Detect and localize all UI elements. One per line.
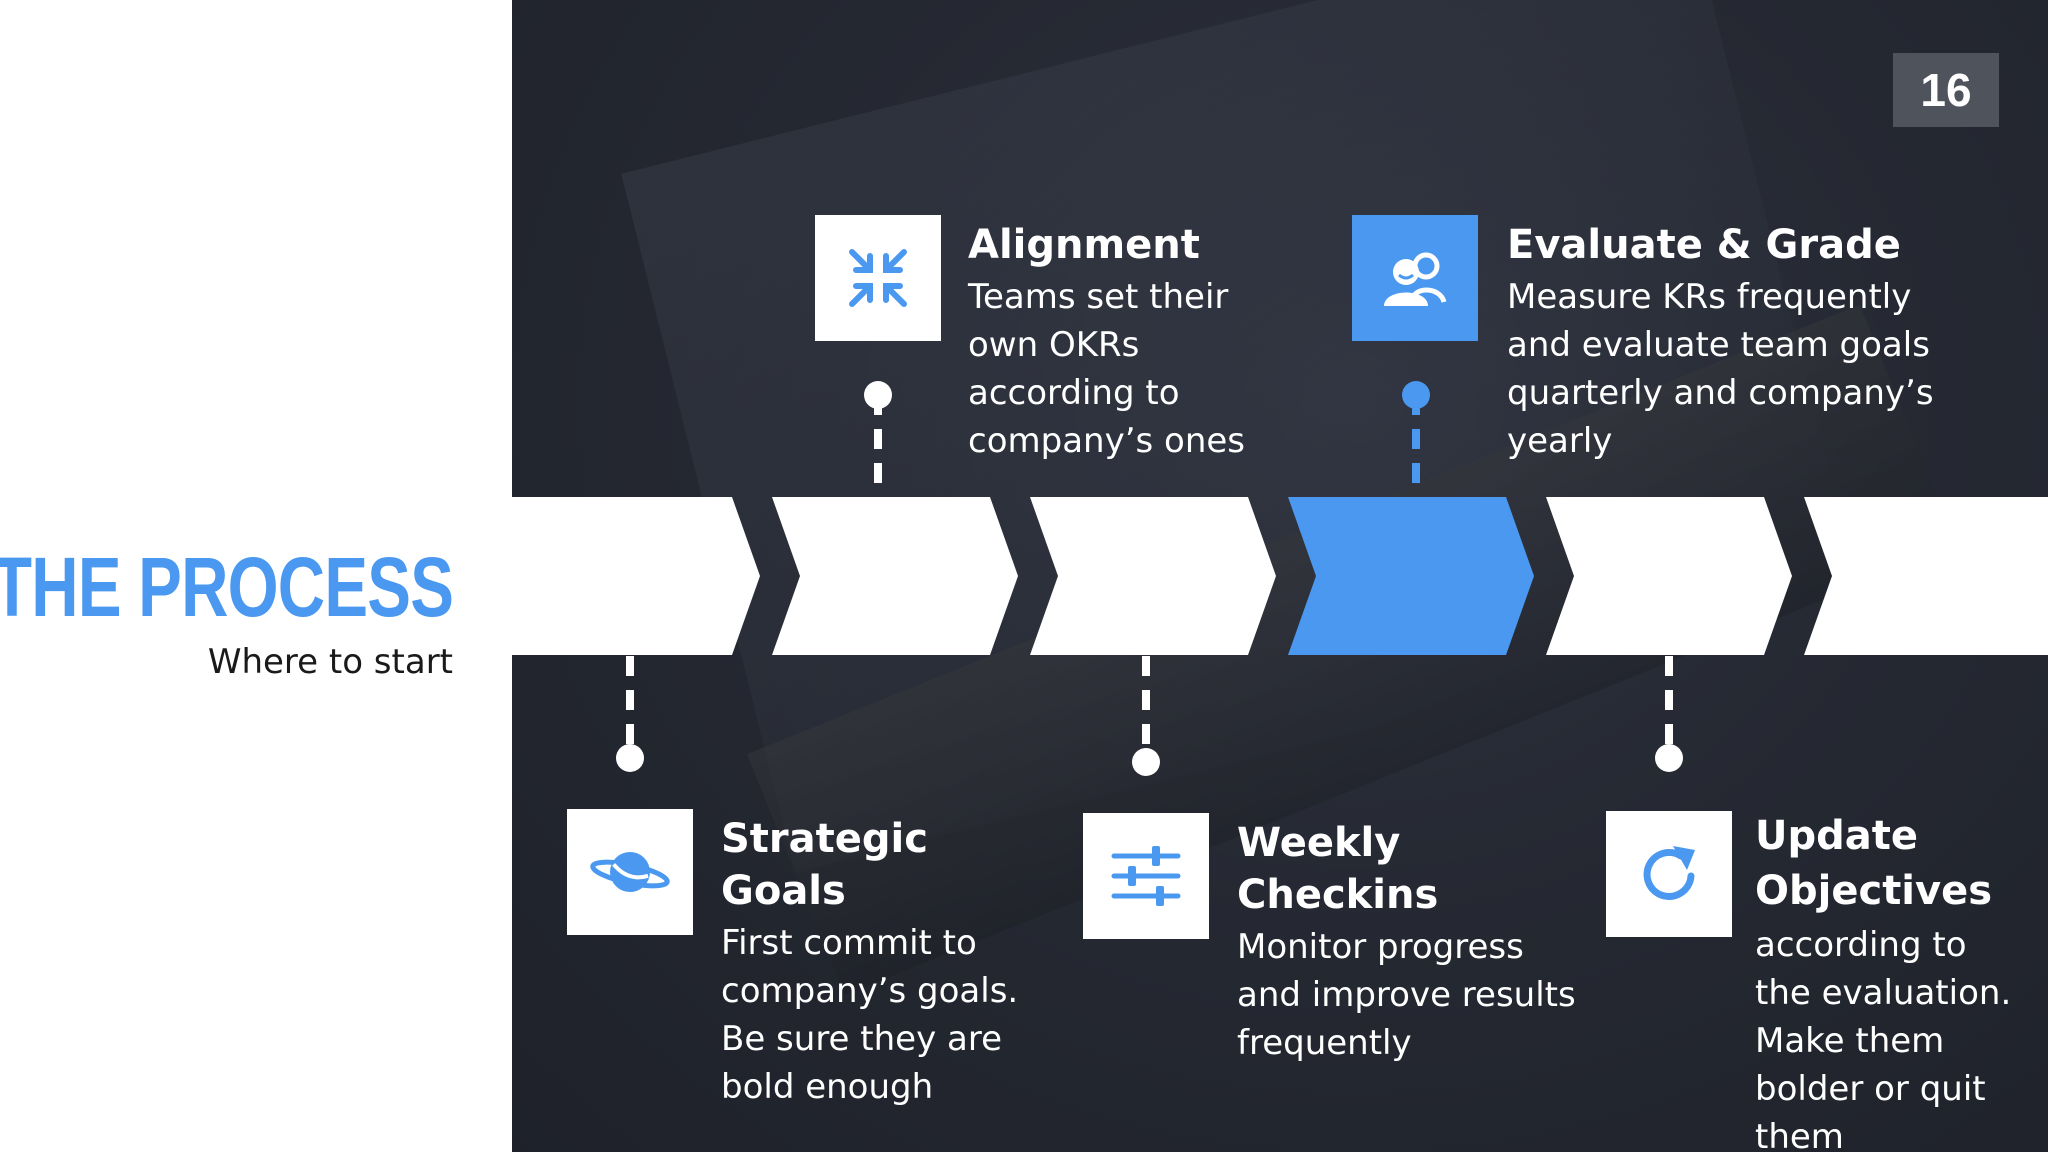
chevron-6 [1804,497,2048,655]
photo-background [512,0,2048,1152]
step-update-objectives: Update Objectives according to the evalu… [1755,809,2025,1161]
step-evaluate-grade: Evaluate & Grade Measure KRs frequently … [1507,219,1947,465]
compress-arrows-icon [849,249,907,307]
strategic-goals-icon-box [567,809,693,935]
step-title: Update Objectives [1755,813,1993,914]
step-title: Weekly Checkins [1237,820,1439,918]
refresh-icon [1643,846,1695,900]
step-description: Measure KRs frequently and evaluate team… [1507,277,1934,461]
step-weekly-checkins: Weekly Checkins Monitor progress and imp… [1237,817,1597,1067]
connector-weekly-checkins [1132,656,1160,776]
chevron-5 [1546,497,1792,655]
connector-update-objectives [1655,656,1683,772]
chevron-3 [1030,497,1276,655]
step-description: First commit to company’s goals. Be sure… [721,923,1019,1107]
page-number-badge: 16 [1893,53,1999,127]
chevron-2 [772,497,1018,655]
step-description: Teams set their own OKRs according to co… [968,277,1246,461]
chevron-1 [512,497,760,655]
connector-alignment [864,381,892,497]
slide-subtitle: Where to start [207,642,453,682]
step-title: Alignment [968,222,1200,268]
connector-strategic-goals [616,656,644,772]
step-title: Strategic Goals [721,816,928,914]
step-alignment: Alignment Teams set their own OKRs accor… [968,219,1308,465]
step-description: according to the evaluation. Make them b… [1755,925,2012,1157]
connector-evaluate-grade [1402,381,1430,497]
slide-title: THE PROCESS [0,540,454,634]
title-panel: THE PROCESS Where to start [0,0,512,1152]
planet-icon [590,852,670,892]
step-title: Evaluate & Grade [1507,222,1901,268]
chevron-4-highlighted [1288,497,1534,655]
step-description: Monitor progress and improve results fre… [1237,927,1576,1063]
evaluate-grade-icon-box [1352,215,1478,341]
users-icon [1384,252,1447,306]
sliders-icon [1111,846,1181,906]
weekly-checkins-icon-box [1083,813,1209,939]
update-objectives-icon-box [1606,811,1732,937]
step-strategic-goals: Strategic Goals First commit to company’… [721,813,1061,1111]
alignment-icon-box [815,215,941,341]
